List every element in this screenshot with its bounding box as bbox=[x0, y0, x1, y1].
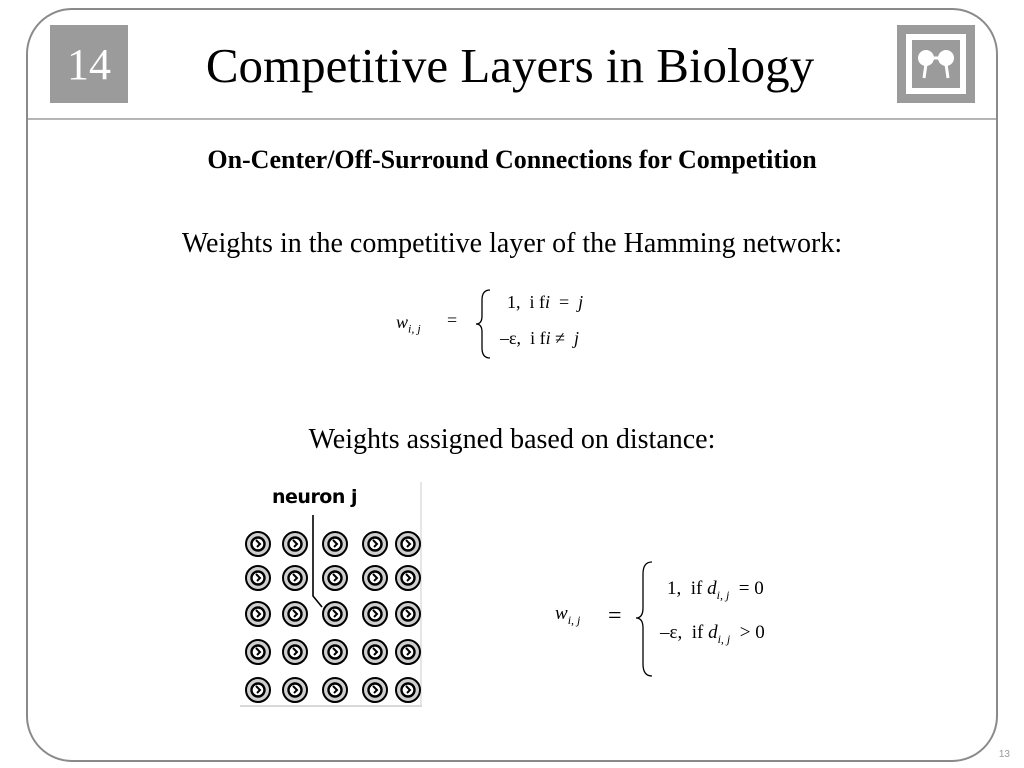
neuron-1-5 bbox=[395, 531, 421, 557]
neuron-5-4 bbox=[362, 677, 388, 703]
eq1-equals: = bbox=[447, 310, 458, 330]
neuron-4-5 bbox=[395, 639, 421, 665]
neuron-3-2 bbox=[282, 601, 308, 627]
eq2-lhs: wi, j bbox=[555, 603, 581, 627]
distance-weights-text: Weights assigned based on distance: bbox=[308, 424, 716, 455]
slide-subtitle: On-Center/Off-Surround Connections for C… bbox=[207, 145, 817, 174]
eq2-brace bbox=[635, 561, 653, 677]
neuron-2-3 bbox=[322, 565, 348, 591]
neuron-logo-graphic bbox=[918, 50, 954, 79]
eq1-case2: –ε, i fi ≠ j bbox=[500, 328, 579, 348]
neuron-grid-svg bbox=[240, 482, 422, 707]
neuron-4-1 bbox=[245, 639, 271, 665]
neuron-3-3 bbox=[322, 601, 348, 627]
neuron-5-5 bbox=[395, 677, 421, 703]
neuron-1-1 bbox=[245, 531, 271, 557]
neuron-5-1 bbox=[245, 677, 271, 703]
neuron-3-5 bbox=[395, 601, 421, 627]
neuron-5-2 bbox=[282, 677, 308, 703]
chapter-number-box: 14 bbox=[50, 25, 128, 103]
neuron-1-3 bbox=[322, 531, 348, 557]
eq1-brace bbox=[475, 289, 491, 359]
chapter-number: 14 bbox=[67, 39, 111, 89]
eq1-case1: 1, i fi = j bbox=[507, 292, 584, 312]
neuron-4-3 bbox=[322, 639, 348, 665]
eq2-case1: 1, if di, j = 0 bbox=[667, 578, 764, 602]
neuron-1-2 bbox=[282, 531, 308, 557]
neuron-label: neuron j bbox=[272, 486, 358, 508]
neuron-4-4 bbox=[362, 639, 388, 665]
slide-title: Competitive Layers in Biology bbox=[205, 38, 815, 93]
neuron-grid-figure: neuron j bbox=[240, 480, 422, 708]
neural-network-logo-icon bbox=[897, 25, 975, 103]
title-divider bbox=[28, 118, 996, 120]
neuron-4-2 bbox=[282, 639, 308, 665]
neuron-5-3 bbox=[322, 677, 348, 703]
neuron-2-1 bbox=[245, 565, 271, 591]
eq2-case2: –ε, if di, j > 0 bbox=[660, 622, 765, 646]
page-number: 13 bbox=[998, 749, 1010, 760]
neuron-1-4 bbox=[362, 531, 388, 557]
neuron-3-1 bbox=[245, 601, 271, 627]
eq1-lhs: wi, j bbox=[396, 312, 421, 336]
neuron-3-4 bbox=[362, 601, 388, 627]
logo-frame bbox=[906, 34, 966, 94]
slide-frame bbox=[26, 8, 998, 762]
logo-background bbox=[912, 40, 960, 88]
neuron-2-5 bbox=[395, 565, 421, 591]
neuron-2-4 bbox=[362, 565, 388, 591]
eq2-equals: = bbox=[608, 603, 622, 629]
neuron-2-2 bbox=[282, 565, 308, 591]
hamming-weights-text: Weights in the competitive layer of the … bbox=[181, 228, 843, 259]
